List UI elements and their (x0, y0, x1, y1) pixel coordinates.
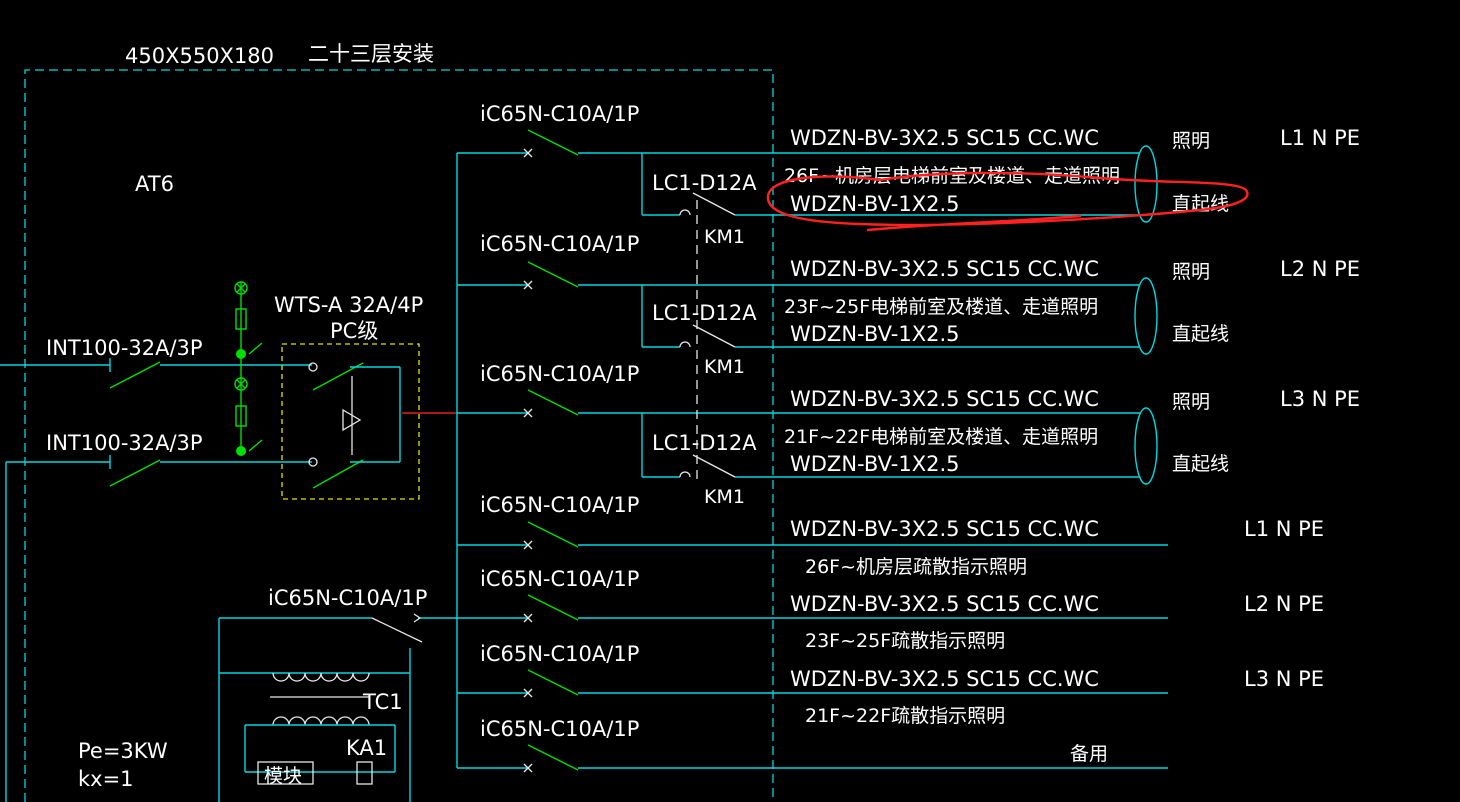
circuit-desc-6: 21F~22F疏散指示照明 (805, 705, 1005, 727)
red-annotation-circle (766, 171, 1249, 232)
circuit-desc-5: 23F~25F疏散指示照明 (805, 630, 1005, 652)
riser-label-2: 直起线 (1172, 323, 1229, 345)
install-note: 二十三层安装 (308, 42, 434, 66)
branch-4: iC65N-C10A/1P WDZN-BV-3X2.5 SC15 CC.WC L… (457, 493, 1324, 578)
cable-spec-5: WDZN-BV-3X2.5 SC15 CC.WC (790, 592, 1099, 616)
riser-cable-1: WDZN-BV-1X2.5 (790, 192, 959, 216)
phase-2: L2 N PE (1280, 257, 1360, 281)
incoming-section: INT100-32A/3P INT100-32A/3P WTS-A 32A/4P… (0, 281, 457, 802)
branch-breaker-7: iC65N-C10A/1P (480, 717, 639, 741)
branch-breaker-3: iC65N-C10A/1P (480, 362, 639, 386)
circuit-desc-3: 21F~22F电梯前室及楼道、走道照明 (784, 426, 1098, 448)
cable-spec-3: WDZN-BV-3X2.5 SC15 CC.WC (790, 387, 1099, 411)
riser-label-1: 直起线 (1172, 193, 1229, 215)
branch-2: iC65N-C10A/1P WDZN-BV-3X2.5 SC15 CC.WC 照… (457, 232, 1360, 378)
branch-breaker-2: iC65N-C10A/1P (480, 232, 639, 256)
relay-label: KA1 (346, 736, 387, 760)
ats-grade: PC级 (330, 319, 378, 343)
riser-cable-3: WDZN-BV-1X2.5 (790, 452, 959, 476)
ats-box (281, 343, 420, 500)
module-label: 模块 (264, 765, 302, 787)
ats-model: WTS-A 32A/4P (274, 293, 423, 317)
contactor-tag-1: KM1 (704, 226, 745, 248)
phase-4: L1 N PE (1244, 517, 1324, 541)
panel-boundary (24, 69, 774, 802)
control-circuit: iC65N-C10A/1P TC1 模块 KA1 (218, 586, 457, 802)
incoming-breaker-1: INT100-32A/3P (46, 336, 203, 360)
circuit-desc-2: 23F~25F电梯前室及楼道、走道照明 (784, 296, 1098, 318)
cable-spec-2: WDZN-BV-3X2.5 SC15 CC.WC (790, 257, 1099, 281)
contactor-model-2: LC1-D12A (652, 301, 757, 325)
riser-label-3: 直起线 (1172, 453, 1229, 475)
phase-1: L1 N PE (1280, 126, 1360, 150)
branch-7: iC65N-C10A/1P 备用 (457, 717, 1168, 773)
circuit-desc-4: 26F~机房层疏散指示照明 (805, 556, 1027, 578)
circuit-desc-1: 26F~机房层电梯前室及楼道、走道照明 (784, 165, 1120, 187)
cable-spec-6: WDZN-BV-3X2.5 SC15 CC.WC (790, 667, 1099, 691)
branch-5: iC65N-C10A/1P WDZN-BV-3X2.5 SC15 CC.WC L… (457, 567, 1324, 652)
branch-breaker-4: iC65N-C10A/1P (480, 493, 639, 517)
branch-3: iC65N-C10A/1P WDZN-BV-3X2.5 SC15 CC.WC 照… (457, 362, 1360, 508)
contactor-tag-2: KM1 (704, 356, 745, 378)
indicator-lamps (234, 281, 263, 456)
contactor-model-3: LC1-D12A (652, 431, 757, 455)
circuit-label-1: 照明 (1172, 130, 1210, 152)
phase-5: L2 N PE (1244, 592, 1324, 616)
spare-label: 备用 (1070, 743, 1108, 765)
circuit-label-2: 照明 (1172, 261, 1210, 283)
demand-factor: kx=1 (78, 767, 134, 791)
contactor-tag-3: KM1 (704, 486, 745, 508)
phase-3: L3 N PE (1280, 387, 1360, 411)
power-rating: Pe=3KW (78, 739, 168, 763)
cable-spec-4: WDZN-BV-3X2.5 SC15 CC.WC (790, 517, 1099, 541)
riser-cable-2: WDZN-BV-1X2.5 (790, 322, 959, 346)
transformer-label: TC1 (362, 690, 403, 714)
control-breaker: iC65N-C10A/1P (268, 586, 427, 610)
branch-breaker-1: iC65N-C10A/1P (480, 102, 639, 126)
phase-6: L3 N PE (1244, 667, 1324, 691)
panel-dimensions: 450X550X180 (125, 44, 274, 68)
branch-breaker-5: iC65N-C10A/1P (480, 567, 639, 591)
branch-6: iC65N-C10A/1P WDZN-BV-3X2.5 SC15 CC.WC L… (457, 642, 1324, 727)
branch-1: iC65N-C10A/1P WDZN-BV-3X2.5 SC15 CC.WC 照… (457, 102, 1360, 248)
branch-breaker-6: iC65N-C10A/1P (480, 642, 639, 666)
incoming-breaker-2: INT100-32A/3P (46, 431, 203, 455)
circuit-label-3: 照明 (1172, 391, 1210, 413)
contactor-model-1: LC1-D12A (652, 171, 757, 195)
cable-spec-1: WDZN-BV-3X2.5 SC15 CC.WC (790, 126, 1099, 150)
panel-name: AT6 (135, 172, 174, 196)
